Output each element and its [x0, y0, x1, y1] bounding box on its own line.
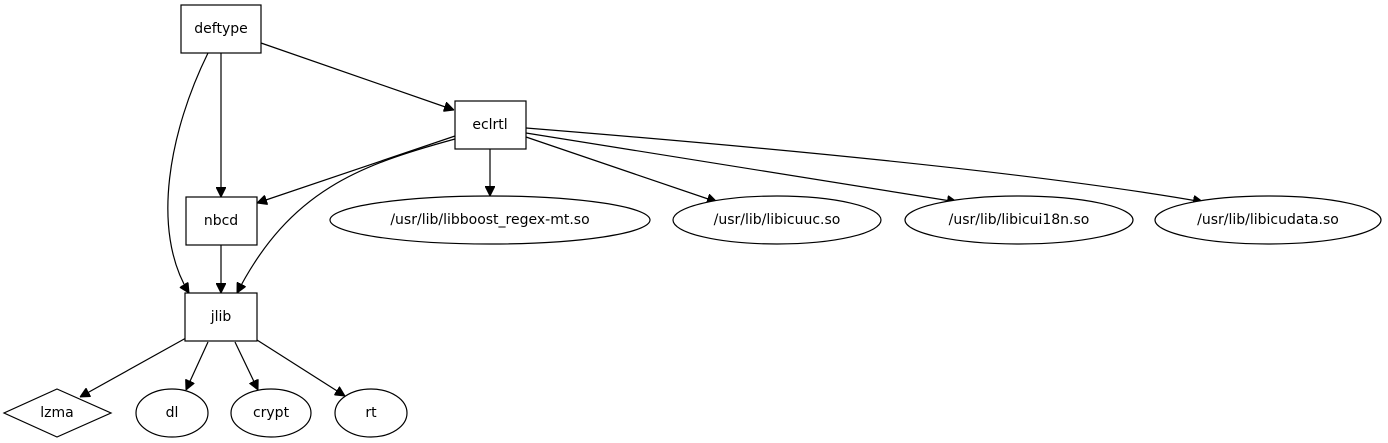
edge-jlib-dl: [186, 341, 209, 390]
node-libboost-regex-label: /usr/lib/libboost_regex-mt.so: [390, 212, 589, 228]
node-eclrtl-label: eclrtl: [472, 117, 507, 133]
edge-jlib-rt: [256, 339, 345, 396]
edge-jlib-lzma: [80, 337, 187, 397]
node-libicudata-label: /usr/lib/libicudata.so: [1197, 212, 1339, 228]
node-deftype: deftype: [180, 4, 262, 54]
node-libicuuc: /usr/lib/libicuuc.so: [672, 195, 882, 245]
node-rt-label: rt: [365, 405, 377, 421]
node-libicudata: /usr/lib/libicudata.so: [1154, 195, 1382, 245]
node-lzma-label: lzma: [40, 405, 73, 421]
node-crypt-label: crypt: [253, 405, 290, 421]
edges: [80, 42, 1203, 397]
edge-eclrtl-jlib: [236, 138, 456, 293]
edge-eclrtl-libicudata: [525, 127, 1203, 202]
edge-jlib-crypt: [234, 341, 258, 390]
node-dl: dl: [135, 388, 209, 438]
node-libicuuc-label: /usr/lib/libicuuc.so: [714, 212, 841, 228]
node-nbcd: nbcd: [185, 196, 258, 246]
node-libicui18n-label: /usr/lib/libicui18n.so: [949, 212, 1090, 228]
node-lzma: lzma: [2, 388, 113, 438]
node-nbcd-label: nbcd: [204, 213, 238, 229]
node-jlib: jlib: [184, 292, 258, 342]
node-eclrtl: eclrtl: [454, 100, 527, 150]
node-jlib-label: jlib: [210, 309, 232, 325]
node-deftype-label: deftype: [194, 21, 247, 37]
edge-eclrtl-libicuuc: [525, 136, 717, 202]
edge-deftype-eclrtl: [260, 42, 454, 110]
node-dl-label: dl: [166, 405, 179, 421]
edge-deftype-jlib: [167, 52, 209, 293]
edge-eclrtl-nbcd: [257, 135, 456, 203]
node-libboost-regex: /usr/lib/libboost_regex-mt.so: [329, 195, 651, 245]
node-rt: rt: [334, 388, 408, 438]
node-libicui18n: /usr/lib/libicui18n.so: [904, 195, 1134, 245]
node-crypt: crypt: [230, 388, 312, 438]
edge-eclrtl-libicui18n: [525, 132, 957, 202]
